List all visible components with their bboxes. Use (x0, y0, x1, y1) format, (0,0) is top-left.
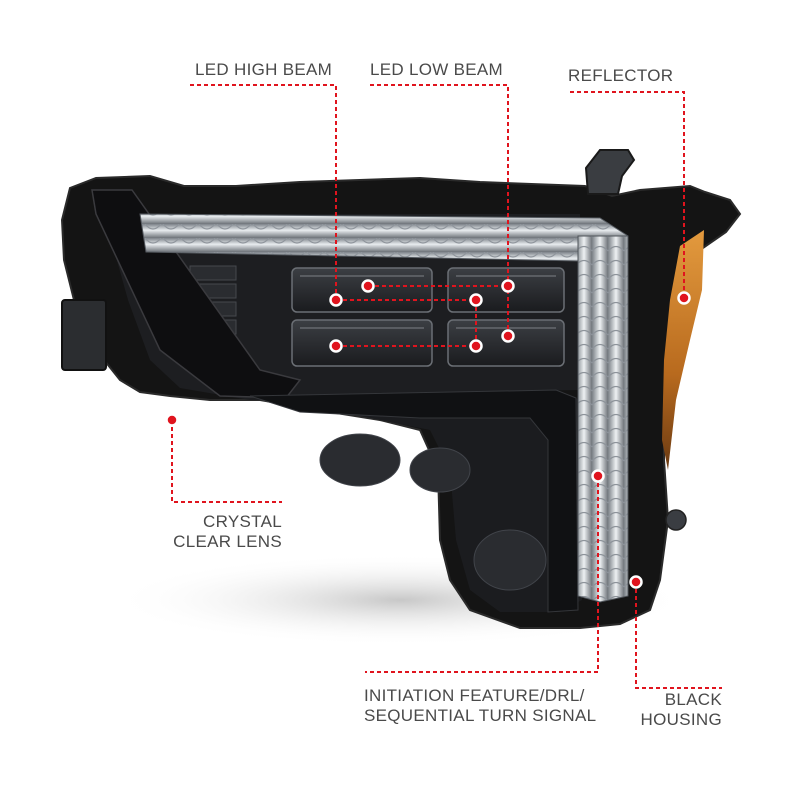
high-beam-leader (190, 84, 337, 300)
callout-dot-icon (361, 279, 375, 293)
drl-strip-vertical (577, 235, 629, 603)
lower-reflector-bowls (319, 433, 547, 591)
high-beam-upper-lens (291, 267, 433, 313)
led-high-beam-label: LED HIGH BEAM (195, 60, 333, 79)
callout-dot-icon (329, 339, 343, 353)
led-low-beam-label: LED LOW BEAM (370, 60, 504, 79)
lens-highlights (300, 275, 556, 329)
callout-dot-icon (677, 291, 691, 305)
drl-leader (365, 476, 599, 673)
callout-dot-icon (501, 329, 515, 343)
amber-reflector (662, 230, 704, 470)
rear-bracket (61, 299, 107, 371)
low-beam-leader (370, 84, 509, 336)
callout-dot-icon (591, 469, 605, 483)
reflector-label: REFLECTOR (568, 66, 674, 85)
callout-dot-icon (629, 575, 643, 589)
drl-label: INITIATION FEATURE/DRL/ SEQUENTIAL TURN … (364, 686, 597, 725)
housing-leader (635, 582, 722, 689)
adjuster-knob (665, 509, 687, 531)
callout-lines (171, 84, 722, 689)
high-beam-lower-lens (291, 319, 433, 367)
lens-leader (171, 420, 282, 503)
callout-dot-icon (469, 293, 483, 307)
black-housing-label: BLACK HOUSING (640, 690, 722, 729)
crystal-clear-lens-label: CRYSTAL CLEAR LENS (173, 512, 282, 551)
callout-dot-icon (165, 413, 179, 427)
callout-dots (165, 279, 691, 589)
low-beam-lower-lens (447, 319, 565, 367)
callout-dot-icon (501, 279, 515, 293)
mounting-tab (584, 149, 636, 195)
reflector-leader (570, 91, 685, 298)
callout-dot-icon (469, 339, 483, 353)
callout-dot-icon (329, 293, 343, 307)
inner-l-bezel (249, 389, 579, 613)
